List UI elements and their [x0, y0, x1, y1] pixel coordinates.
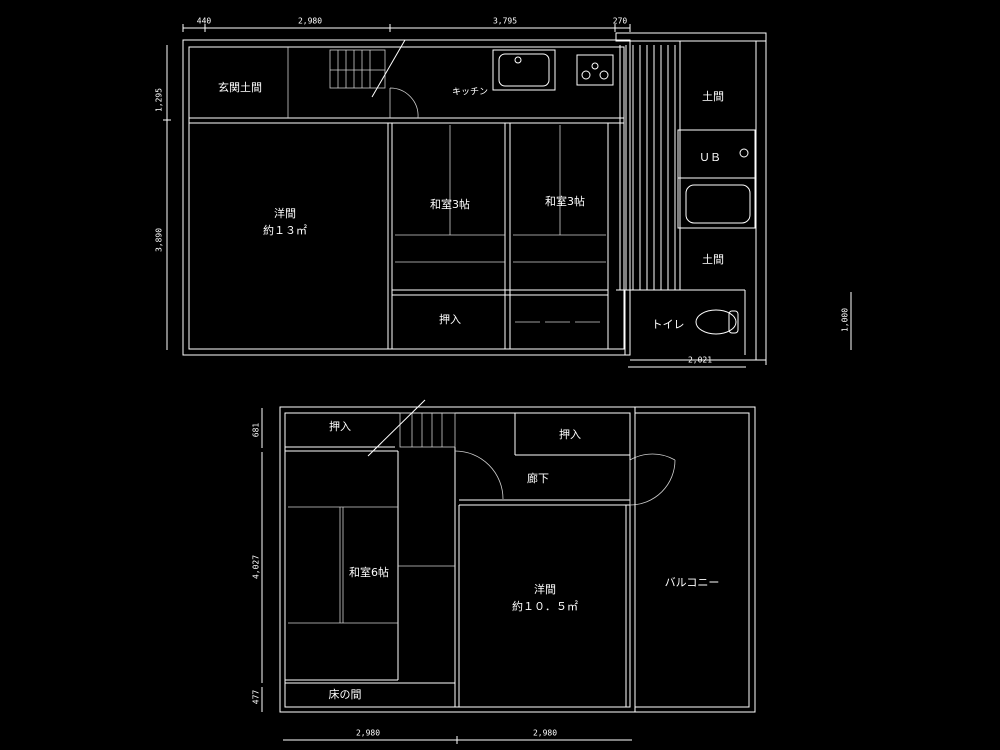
floor1-plan: 440 2,980 3,795 270 1,295 3,890 — [155, 17, 852, 368]
dimension-label: 440 — [197, 17, 212, 26]
dimension-label: 4,027 — [252, 555, 261, 579]
floor2-plan: 押入 押入 廊下 和室6帖 床の間 洋間 約１０．５㎡ バルコニー 681 4,… — [252, 399, 756, 744]
room-label-kitchen: キッチン — [452, 87, 488, 98]
door-swing — [389, 87, 419, 119]
floor2-bottom-dimension-line — [283, 736, 632, 744]
dimension-label: 2,980 — [298, 17, 322, 26]
kitchen-sink-icon — [492, 49, 556, 91]
dimension-label: 1,000 — [841, 308, 850, 332]
floor1-walls — [182, 39, 631, 356]
dimension-label: 477 — [252, 690, 261, 705]
dimension-label: 3,890 — [155, 228, 164, 252]
floor2-stairs — [367, 399, 456, 457]
deck-slats — [619, 45, 676, 290]
door-swing — [454, 450, 504, 500]
room-label-closet: 押入 — [559, 427, 581, 441]
room-label-washitsu: 和室3帖 — [545, 194, 585, 208]
room-area-western: 約１３㎡ — [263, 223, 307, 237]
room-label-closet: 押入 — [439, 312, 461, 326]
floor1-annex — [615, 32, 767, 365]
floor1-top-dimension-line — [182, 24, 631, 32]
room-label-western: 洋間 — [274, 206, 296, 220]
room-label-closet: 押入 — [329, 419, 351, 433]
unit-bath — [677, 129, 756, 229]
dimension-label: 681 — [252, 423, 261, 438]
room-label-toilet: トイレ — [652, 318, 685, 331]
room-label-western: 洋間 — [534, 582, 556, 596]
floor2-walls — [279, 406, 636, 713]
dimension-label: 270 — [613, 17, 628, 26]
room-area-western: 約１０．５㎡ — [512, 599, 578, 613]
dimension-label: 2,980 — [533, 729, 557, 738]
floor1-stairs — [329, 39, 406, 98]
dimension-label: 1,295 — [155, 88, 164, 112]
door-swing — [629, 453, 676, 506]
room-label-doma: 土間 — [702, 90, 724, 103]
balcony — [634, 406, 756, 713]
room-label-tokonoma: 床の間 — [329, 687, 362, 701]
room-label-unit-bath: ＵＢ — [699, 151, 721, 164]
room-label-balcony: バルコニー — [665, 576, 720, 589]
dimension-label: 2,980 — [356, 729, 380, 738]
gas-stove-icon — [576, 54, 614, 86]
room-label-hallway: 廊下 — [527, 471, 549, 485]
room-label-washitsu: 和室6帖 — [349, 565, 389, 579]
room-label-genkan: 玄関土間 — [218, 80, 262, 94]
room-label-washitsu: 和室3帖 — [430, 197, 470, 211]
room-label-doma: 土間 — [702, 253, 724, 266]
dimension-label: 3,795 — [493, 17, 517, 26]
dimension-label: 2,021 — [688, 356, 712, 365]
floor1-left-dimension-line — [163, 45, 171, 350]
toilet-icon — [695, 309, 739, 335]
